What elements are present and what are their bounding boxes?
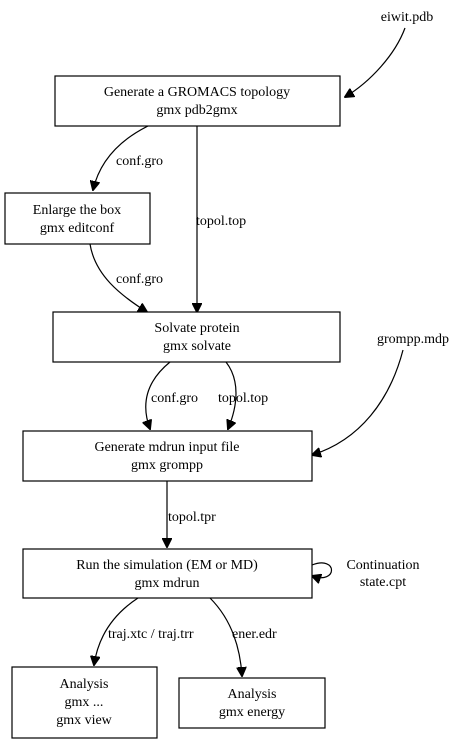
edge-label-mdrun-self-2: state.cpt: [360, 575, 406, 590]
input-pdb-label: eiwit.pdb: [381, 10, 434, 25]
node-analysis-energy-command: gmx energy: [219, 705, 285, 720]
node-analysis-energy-title: Analysis: [228, 687, 277, 702]
node-analysis-view: Analysis gmx ... gmx view: [11, 666, 158, 739]
edge-label-pdb2gmx-to-solvate: topol.top: [196, 214, 246, 229]
node-mdrun-title: Run the simulation (EM or MD): [76, 558, 258, 573]
edge-solvate-to-grompp-conf: [146, 361, 171, 429]
edge-label-pdb2gmx-to-editconf: conf.gro: [116, 154, 163, 169]
node-mdrun-command: gmx mdrun: [135, 576, 200, 591]
node-pdb2gmx: Generate a GROMACS topology gmx pdb2gmx: [54, 75, 341, 127]
edge-mdrun-to-view: [94, 597, 139, 665]
edge-pdb-to-pdb2gmx: [345, 27, 406, 97]
edge-label-mdrun-self-1: Continuation: [346, 558, 419, 573]
edge-label-editconf-to-solvate: conf.gro: [116, 272, 163, 287]
edge-label-solvate-to-grompp-conf: conf.gro: [151, 391, 198, 406]
node-grompp: Generate mdrun input file gmx grompp: [22, 430, 313, 482]
edge-label-solvate-to-grompp-top: topol.top: [218, 391, 268, 406]
edge-label-mdrun-to-view: traj.xtc / traj.trr: [108, 627, 194, 642]
node-pdb2gmx-title: Generate a GROMACS topology: [104, 85, 290, 100]
node-solvate: Solvate protein gmx solvate: [52, 311, 341, 363]
node-mdrun: Run the simulation (EM or MD) gmx mdrun: [22, 548, 313, 599]
node-editconf: Enlarge the box gmx editconf: [4, 192, 151, 245]
edge-mdrun-self-loop: [312, 562, 333, 578]
node-pdb2gmx-command: gmx pdb2gmx: [156, 103, 237, 118]
node-grompp-title: Generate mdrun input file: [94, 440, 239, 455]
edge-editconf-to-solvate: [89, 243, 147, 312]
edge-mdp-to-grompp: [312, 349, 404, 455]
node-analysis-view-command2: gmx view: [56, 713, 112, 728]
node-analysis-view-title: Analysis: [60, 677, 109, 692]
node-solvate-title: Solvate protein: [154, 321, 239, 336]
edge-solvate-to-grompp-top: [225, 361, 237, 429]
node-solvate-command: gmx solvate: [163, 339, 231, 354]
edge-pdb2gmx-to-editconf: [93, 125, 149, 190]
edge-label-mdrun-to-energy: ener.edr: [232, 627, 277, 642]
node-editconf-title: Enlarge the box: [33, 203, 121, 218]
node-grompp-command: gmx grompp: [131, 458, 203, 473]
edge-label-grompp-to-mdrun: topol.tpr: [168, 510, 216, 525]
edge-mdrun-to-energy: [209, 597, 242, 676]
node-analysis-energy: Analysis gmx energy: [178, 677, 326, 729]
node-editconf-command: gmx editconf: [40, 221, 115, 236]
input-mdp-label: grompp.mdp: [377, 332, 449, 347]
node-analysis-view-command1: gmx ...: [65, 695, 104, 710]
